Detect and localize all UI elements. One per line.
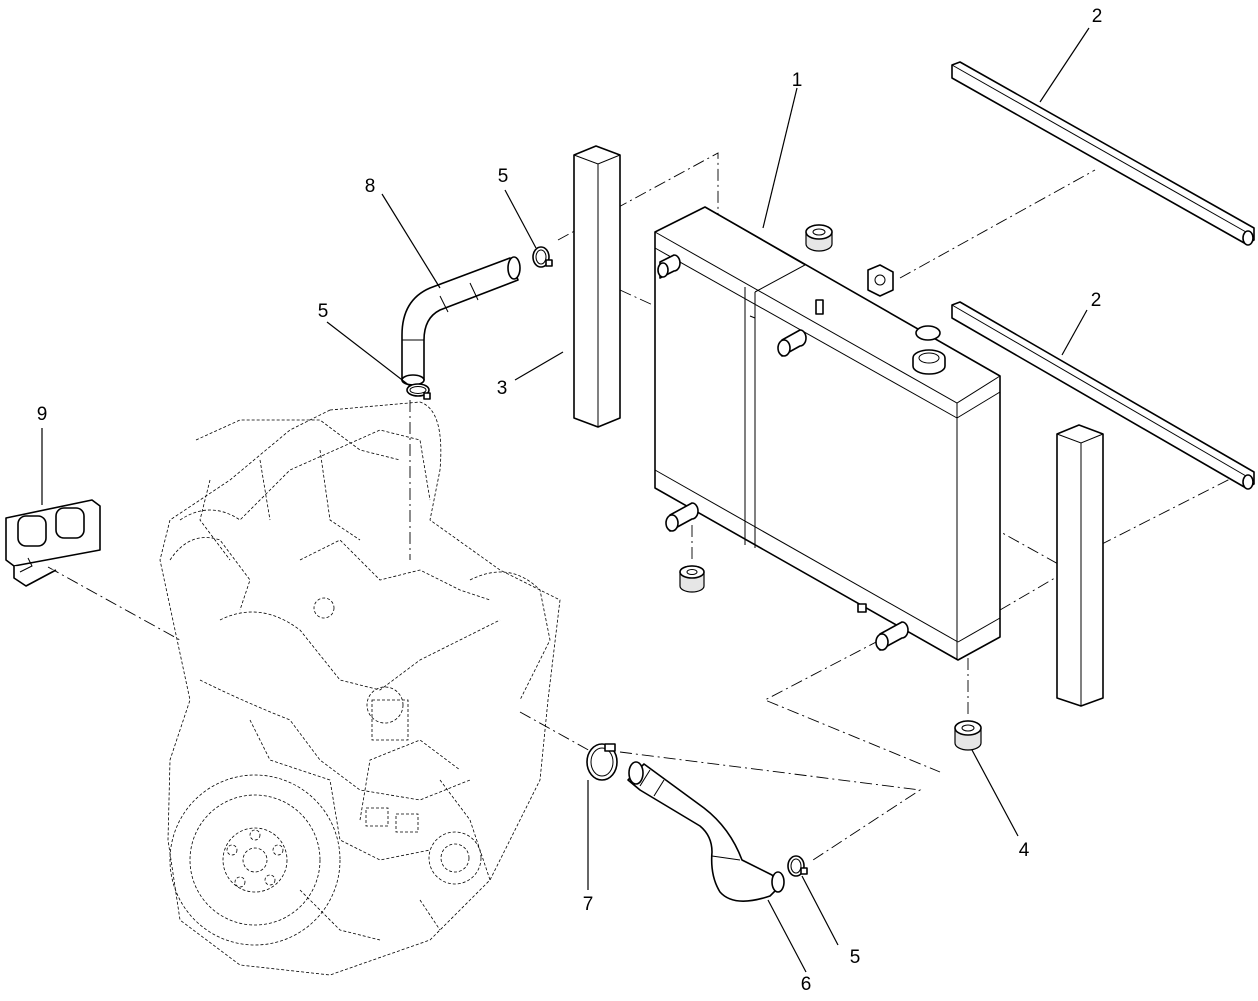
hose-clamp-lower-right (787, 855, 808, 877)
hose-clamp-upper-right (532, 246, 553, 268)
callout-5-lower: 5 (850, 947, 861, 968)
gasket-plate (5, 499, 101, 587)
callout-labels: 1 2 2 3 4 5 5 5 6 7 8 9 (37, 6, 1103, 995)
callout-1: 1 (792, 70, 803, 91)
grommet-lower-right (954, 720, 982, 751)
callout-3: 3 (497, 378, 508, 399)
foam-block-right (1056, 424, 1104, 707)
leader-lines (41, 27, 1090, 973)
lower-radiator-hose (627, 761, 785, 902)
upper-radiator-hose (401, 256, 521, 386)
assembly-lines (47, 152, 1233, 863)
hose-clamp-upper-left (406, 383, 431, 400)
hose-clamp-large (586, 743, 618, 781)
callout-7: 7 (583, 894, 594, 915)
callout-2-upper: 2 (1092, 6, 1103, 27)
grommet-top (805, 224, 833, 252)
callout-5-upper-right: 5 (498, 166, 509, 187)
engine-assembly (159, 401, 561, 976)
callout-9: 9 (37, 404, 48, 425)
callout-4: 4 (1019, 840, 1030, 861)
callout-5-upper-left: 5 (318, 301, 329, 322)
mounting-bar-lower (951, 301, 1255, 490)
radiator (654, 206, 1001, 661)
foam-block-left (573, 145, 621, 428)
callout-2-lower: 2 (1091, 290, 1102, 311)
grommet-lower-left (679, 565, 705, 593)
callout-8: 8 (365, 176, 376, 197)
callout-6: 6 (801, 974, 812, 995)
mounting-bar-upper (951, 61, 1255, 246)
